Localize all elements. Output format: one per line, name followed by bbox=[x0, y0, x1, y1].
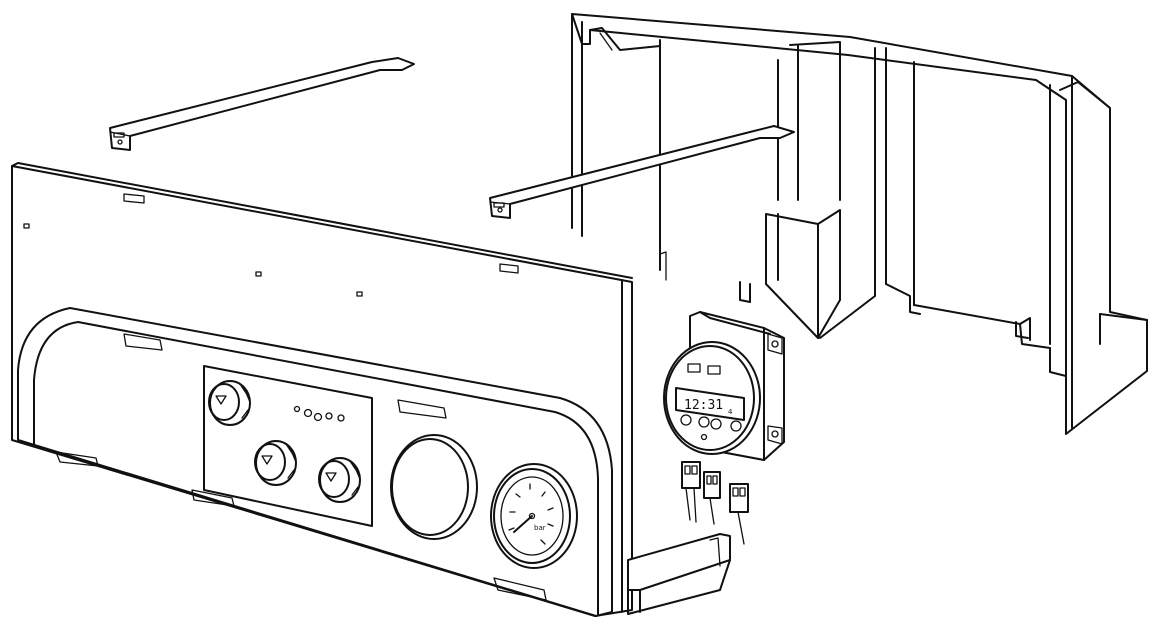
timer-button[interactable] bbox=[730, 420, 742, 432]
control-knob-icon[interactable] bbox=[208, 380, 251, 426]
indicator-led bbox=[325, 412, 333, 420]
rear-housing bbox=[571, 13, 1148, 435]
mounting-bracket-left bbox=[109, 57, 415, 151]
control-knob-icon[interactable] bbox=[254, 440, 297, 486]
pressure-gauge-icon: bar bbox=[490, 463, 578, 569]
mounting-bracket-right bbox=[489, 125, 795, 219]
digital-timer-module: 12:31 4 bbox=[663, 311, 785, 461]
connector-plug-icon bbox=[703, 471, 721, 525]
connector-plug-icon bbox=[681, 461, 701, 523]
control-knob-icon[interactable] bbox=[318, 457, 361, 503]
base-tray bbox=[627, 533, 731, 615]
indicator-led bbox=[313, 412, 323, 422]
timer-button[interactable] bbox=[698, 416, 710, 428]
gauge-unit-label: bar bbox=[534, 524, 546, 532]
timer-display: 12:31 bbox=[684, 398, 723, 413]
timer-button[interactable] bbox=[680, 414, 692, 426]
indicator-led bbox=[337, 414, 345, 422]
indicator-led bbox=[293, 405, 301, 413]
timer-button[interactable] bbox=[710, 418, 722, 430]
blank-porthole bbox=[390, 434, 478, 540]
connector-plug-icon bbox=[729, 483, 749, 545]
indicator-led bbox=[303, 408, 313, 418]
timer-display-suffix: 4 bbox=[728, 408, 733, 416]
